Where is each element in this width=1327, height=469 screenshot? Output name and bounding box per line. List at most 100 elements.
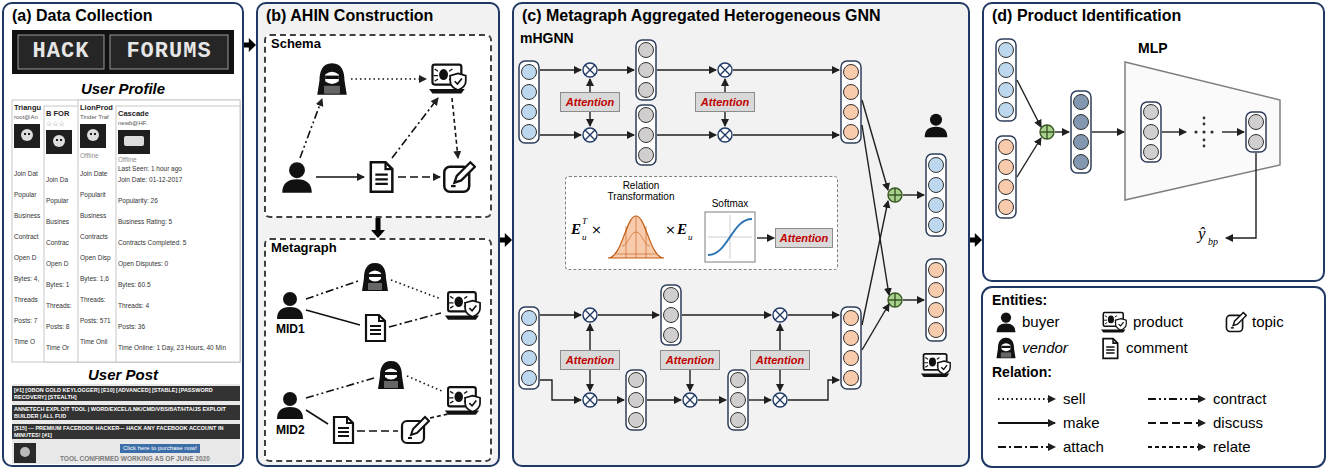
mlp-block: MLP — [1115, 38, 1285, 208]
identification-illustration — [1055, 131, 1069, 132]
forum-screenshot — [110, 35, 228, 69]
text-label: Contracts Completed: 5 — [118, 239, 238, 246]
text-label: [#1] [OBON GOLD KEYLOGGER] [E10] [ADVANC… — [12, 386, 240, 401]
attention-box: Attention — [695, 92, 755, 112]
gnn-illustration — [589, 112, 590, 126]
gnn-illustration — [598, 314, 659, 315]
metagraph-graph — [391, 280, 441, 299]
gnn-illustration — [779, 370, 780, 391]
identification-illustration — [1017, 80, 1041, 127]
schema-graph — [371, 162, 393, 191]
gnn-illustration — [733, 69, 839, 70]
gnn-illustration — [788, 380, 839, 400]
text-label: Posts: 36 — [118, 323, 238, 330]
legend-label: discuss — [1213, 414, 1263, 431]
text-label: Contract — [14, 233, 39, 240]
forum-screenshot — [124, 136, 144, 146]
gnn-illustration — [608, 216, 664, 258]
identification-illustration — [1222, 131, 1244, 132]
gnn-illustration — [773, 308, 787, 322]
forum-screenshot — [14, 443, 36, 463]
gnn-illustration — [728, 370, 748, 430]
identification-illustration — [996, 136, 1016, 218]
text-label: Open D — [14, 254, 36, 261]
gnn-illustration — [705, 212, 755, 262]
text-label: Time Onli — [80, 338, 108, 345]
identification-illustration — [1194, 117, 1213, 148]
text-label: FORUMS — [110, 39, 228, 64]
schema-graph — [429, 65, 466, 94]
gnn-illustration — [903, 299, 924, 300]
metagraph-graph — [362, 263, 388, 291]
gnn-illustration — [779, 324, 780, 350]
text-label: Click here to purchase now! — [120, 444, 200, 453]
schema-graph — [351, 78, 426, 80]
gnn-illustration — [724, 79, 725, 92]
text-label: Business — [14, 212, 40, 219]
gnn-illustration — [862, 304, 889, 350]
text-label: Join Date — [80, 170, 107, 177]
identification-illustration — [1040, 125, 1054, 139]
panel-ground — [264, 238, 492, 462]
metagraph-graph — [306, 281, 358, 299]
gnn-illustration — [583, 308, 597, 322]
legend-samples — [996, 312, 1015, 332]
text-label: [$15] --- PREMIUM FACEBOOK HACKER--- HAC… — [12, 424, 240, 439]
gnn-illustration — [862, 100, 888, 190]
attention-box: Attention — [750, 350, 810, 370]
legend-label: comment — [1126, 339, 1188, 356]
gnn-illustration — [733, 134, 839, 135]
metagraph-graph — [277, 392, 303, 419]
text-label: TOOL CONFIRMED WORKING AS OF JUNE 2020 — [60, 455, 210, 462]
text-label: ☆☆☆ — [46, 120, 65, 128]
identification-illustration — [1203, 117, 1206, 120]
text-label: Contrac — [46, 239, 69, 246]
panel-ground — [256, 2, 1325, 467]
text-label: Business — [80, 212, 106, 219]
gnn-illustration — [540, 70, 924, 400]
gnn-illustration — [589, 370, 590, 391]
metagraph-graph — [306, 410, 328, 424]
text-label: Threads: — [46, 302, 72, 309]
node-label: Relation Transformation — [600, 180, 682, 202]
identification-illustration — [1141, 102, 1161, 162]
text-label: Bytes: 4, — [14, 275, 39, 282]
text-label: bp — [1208, 236, 1218, 248]
text-label: Business Rating: 5 — [118, 218, 238, 225]
attention-label: Attention — [701, 96, 749, 109]
gnn-illustration — [519, 40, 950, 430]
identification-illustration — [996, 39, 1016, 121]
schema-graph — [398, 176, 440, 178]
flow-arrow — [970, 233, 982, 247]
gnn-illustration — [589, 79, 590, 92]
gnn-illustration — [724, 112, 725, 126]
relation-inset: Relation TransformationSoftmaxETu××EuAtt… — [565, 176, 838, 270]
node-label: × — [665, 223, 676, 238]
legend-samples — [1148, 398, 1205, 400]
attention-box: Attention — [560, 350, 620, 370]
legend-samples — [998, 446, 1055, 448]
gnn-illustration — [921, 354, 950, 377]
text-label: Bytes: 1 — [46, 281, 69, 288]
schema-graph — [392, 98, 438, 158]
flow-arrow — [500, 233, 512, 247]
gnn-illustration — [616, 216, 656, 258]
panel-ground — [256, 2, 500, 467]
gnn-illustration — [903, 194, 924, 195]
node-label: E — [677, 221, 687, 238]
metagraph-graph — [277, 292, 303, 319]
text-label: Join Da — [46, 176, 68, 183]
gnn-illustration — [647, 399, 681, 400]
gnn-illustration — [636, 105, 656, 165]
gnn-illustration — [540, 380, 581, 400]
gnn-illustration — [540, 314, 581, 315]
schema-box: Schema — [264, 34, 492, 218]
gnn-illustration — [862, 201, 888, 325]
text-label: B FOR — [46, 110, 69, 119]
legend-label: product — [1133, 313, 1183, 330]
legend-samples — [996, 338, 1015, 359]
forum-screenshot — [94, 133, 96, 135]
forum-screenshot — [80, 124, 106, 148]
legend-samples — [1101, 313, 1126, 333]
